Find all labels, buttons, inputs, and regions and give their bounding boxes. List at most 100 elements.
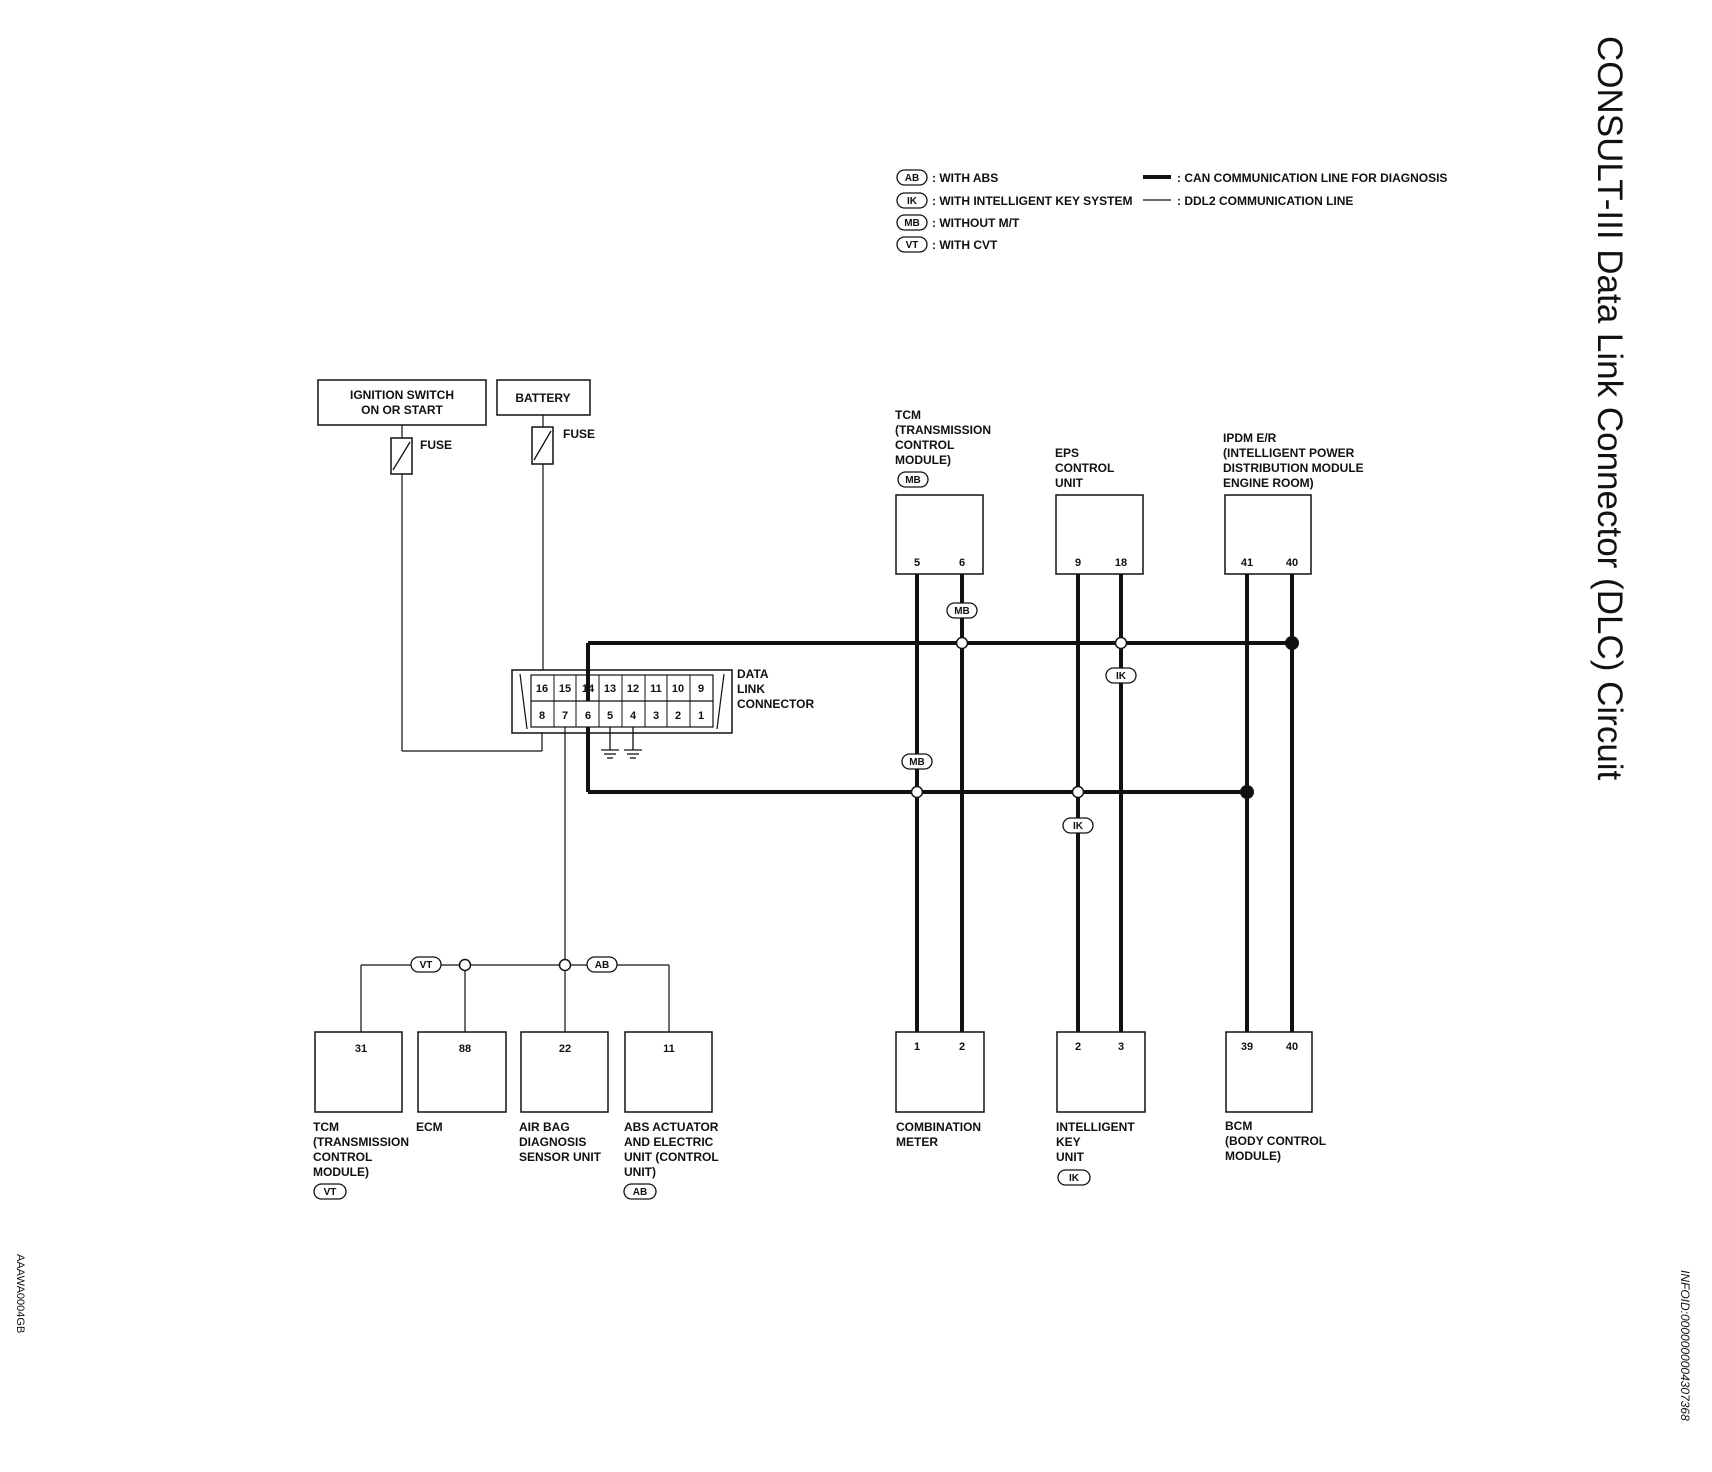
dlc-pin: 5: [607, 710, 613, 722]
legend-mb-badge: [896, 214, 928, 231]
legend-ab-badge: [896, 169, 928, 186]
vt-option-badge-text: VT: [420, 960, 433, 971]
airbag-box: [520, 1031, 609, 1113]
tcm-mb-label: CONTROL: [895, 438, 954, 452]
mb-option-badge-text: MB: [909, 757, 925, 768]
eps-label: EPS: [1055, 446, 1079, 460]
abs-box: [624, 1031, 713, 1113]
eps-label: UNIT: [1055, 476, 1084, 490]
eps-pin: 18: [1115, 557, 1127, 569]
ikey-label: INTELLIGENT: [1056, 1120, 1135, 1134]
abs-label: ABS ACTUATOR: [624, 1120, 719, 1134]
dlc-pin: 6: [585, 710, 591, 722]
legend-ab-badge-text: AB: [905, 173, 919, 184]
mb-option-badge-text: MB: [905, 475, 921, 486]
dlc-pin: 4: [630, 710, 637, 722]
ab-option-badge-text: AB: [595, 960, 609, 971]
dlc-pin: 11: [650, 683, 662, 695]
meter-pin: 1: [914, 1041, 920, 1053]
dlc-top-pins: 16 15 14 13 12 11 10 9: [536, 683, 704, 695]
mb-option-badge-text: MB: [954, 606, 970, 617]
ipdm-label: (INTELLIGENT POWER: [1223, 446, 1355, 460]
ik-option-badge: [1057, 1169, 1091, 1186]
ikey-pin: 2: [1075, 1041, 1081, 1053]
meter-pin: 2: [959, 1041, 965, 1053]
bcm-label: MODULE): [1225, 1149, 1281, 1163]
legend-vt-badge: [896, 236, 928, 253]
ddl2-wiring: [360, 727, 670, 1032]
ikey-label: UNIT: [1056, 1150, 1085, 1164]
can-bus-wiring: [586, 574, 1294, 1032]
ab-option-badge: [586, 956, 618, 973]
tcm-mb-pin: 5: [914, 557, 920, 569]
ipdm-label: DISTRIBUTION MODULE: [1223, 461, 1364, 475]
can-junctions: [910, 636, 1299, 799]
vt-option-badge: [410, 956, 442, 973]
tcm-mb-box: [895, 494, 984, 575]
ipdm-label: ENGINE ROOM): [1223, 476, 1314, 490]
legend-mb-text: : WITHOUT M/T: [932, 216, 1020, 230]
eps-label: CONTROL: [1055, 461, 1114, 475]
bcm-pin: 40: [1286, 1041, 1298, 1053]
dlc-pin: 8: [539, 710, 545, 722]
vt-option-badge: [313, 1183, 347, 1200]
tcm-mb-label: TCM: [895, 408, 921, 422]
airbag-label: DIAGNOSIS: [519, 1135, 586, 1149]
tcm-vt-label: MODULE): [313, 1165, 369, 1179]
info-id: INFOID:0000000004307368: [1678, 1270, 1692, 1421]
airbag-label: AIR BAG: [519, 1120, 570, 1134]
legend-can-text: : CAN COMMUNICATION LINE FOR DIAGNOSIS: [1177, 171, 1447, 185]
tcm-vt-label: CONTROL: [313, 1150, 372, 1164]
battery-label: BATTERY: [515, 391, 570, 405]
tcm-mb-label: (TRANSMISSION: [895, 423, 991, 437]
ipdm-label: IPDM E/R: [1223, 431, 1277, 445]
ddl2-junctions: [458, 958, 572, 972]
module-ipdm-er: IPDM E/R (INTELLIGENT POWER DISTRIBUTION…: [1223, 431, 1364, 575]
ab-option-badge-text: AB: [633, 1187, 647, 1198]
abs-label: UNIT): [624, 1165, 656, 1179]
eps-pin: 9: [1075, 557, 1081, 569]
vt-option-badge-text: VT: [324, 1187, 337, 1198]
module-combination-meter: 1 2 COMBINATION METER: [895, 1031, 985, 1149]
dlc-pin: 12: [627, 683, 639, 695]
ignition-fuse-label: FUSE: [420, 438, 452, 452]
legend-ik-badge: [896, 192, 928, 209]
ik-option-badge-text: IK: [1116, 671, 1127, 682]
can-wire-badges: MB IK MB IK: [901, 602, 1137, 834]
ikey-box: [1056, 1031, 1146, 1113]
module-tcm-vt: 31 TCM (TRANSMISSION CONTROL MODULE) VT: [313, 1031, 409, 1200]
ipdm-pin: 41: [1241, 557, 1253, 569]
meter-box: [895, 1031, 985, 1113]
module-ecm: 88 ECM: [416, 1031, 507, 1134]
legend-vt-badge-text: VT: [906, 240, 919, 251]
ipdm-pin: 40: [1286, 557, 1298, 569]
ik-option-badge-text: IK: [1069, 1173, 1080, 1184]
data-link-connector: 16 15 14 13 12 11 10 9 8 7 6 5 4 3 2 1 D…: [511, 667, 814, 759]
ikey-label: KEY: [1056, 1135, 1081, 1149]
ikey-pin: 3: [1118, 1041, 1124, 1053]
legend-mb-badge-text: MB: [904, 218, 920, 229]
dlc-label-line2: LINK: [737, 682, 765, 696]
tcm-vt-label: TCM: [313, 1120, 339, 1134]
legend-ab-text: : WITH ABS: [932, 171, 998, 185]
mb-option-badge: [897, 471, 929, 488]
mb-option-badge: [946, 602, 978, 619]
dlc-pin: 10: [672, 683, 684, 695]
ecm-pin: 88: [459, 1043, 471, 1055]
battery-fuse-label: FUSE: [563, 427, 595, 441]
legend-ik-badge-text: IK: [907, 196, 918, 207]
dlc-bottom-pins: 8 7 6 5 4 3 2 1: [539, 710, 704, 722]
abs-label: AND ELECTRIC: [624, 1135, 714, 1149]
ignition-label-line1: IGNITION SWITCH: [350, 388, 454, 402]
power-supply: IGNITION SWITCH ON OR START BATTERY FUSE…: [317, 379, 595, 752]
meter-label: COMBINATION: [896, 1120, 981, 1134]
ik-option-badge: [1105, 667, 1137, 684]
module-bcm: 39 40 BCM (BODY CONTROL MODULE): [1225, 1031, 1326, 1163]
figure-code: AAAWA0004GB: [14, 1254, 26, 1334]
ground-icon: [601, 727, 642, 759]
ipdm-box: [1224, 494, 1312, 575]
legend: AB : WITH ABS IK : WITH INTELLIGENT KEY …: [896, 169, 1447, 253]
ecm-box: [417, 1031, 507, 1113]
module-eps-control-unit: EPS CONTROL UNIT 9 18: [1055, 446, 1144, 575]
